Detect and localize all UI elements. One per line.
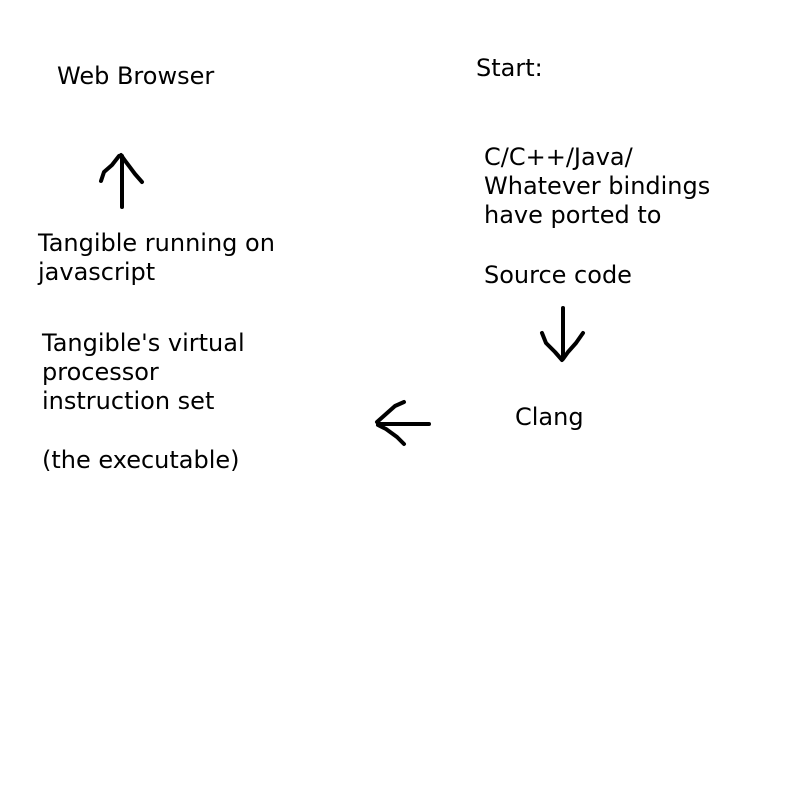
executable-label: (the executable) [42,446,240,474]
web-browser-label: Web Browser [57,62,215,90]
start-label: Start: [476,54,543,82]
tangible-js-label: Tangible running on javascript [38,229,275,286]
instruction-set-label: Tangible's virtual processor instruction… [42,329,245,415]
bindings-label: C/C++/Java/ Whatever bindings have porte… [484,143,711,229]
up-arrow-icon [99,153,144,209]
source-code-label: Source code [484,261,632,289]
down-arrow-icon [540,306,585,362]
clang-label: Clang [515,403,584,431]
left-arrow-icon [375,400,431,446]
